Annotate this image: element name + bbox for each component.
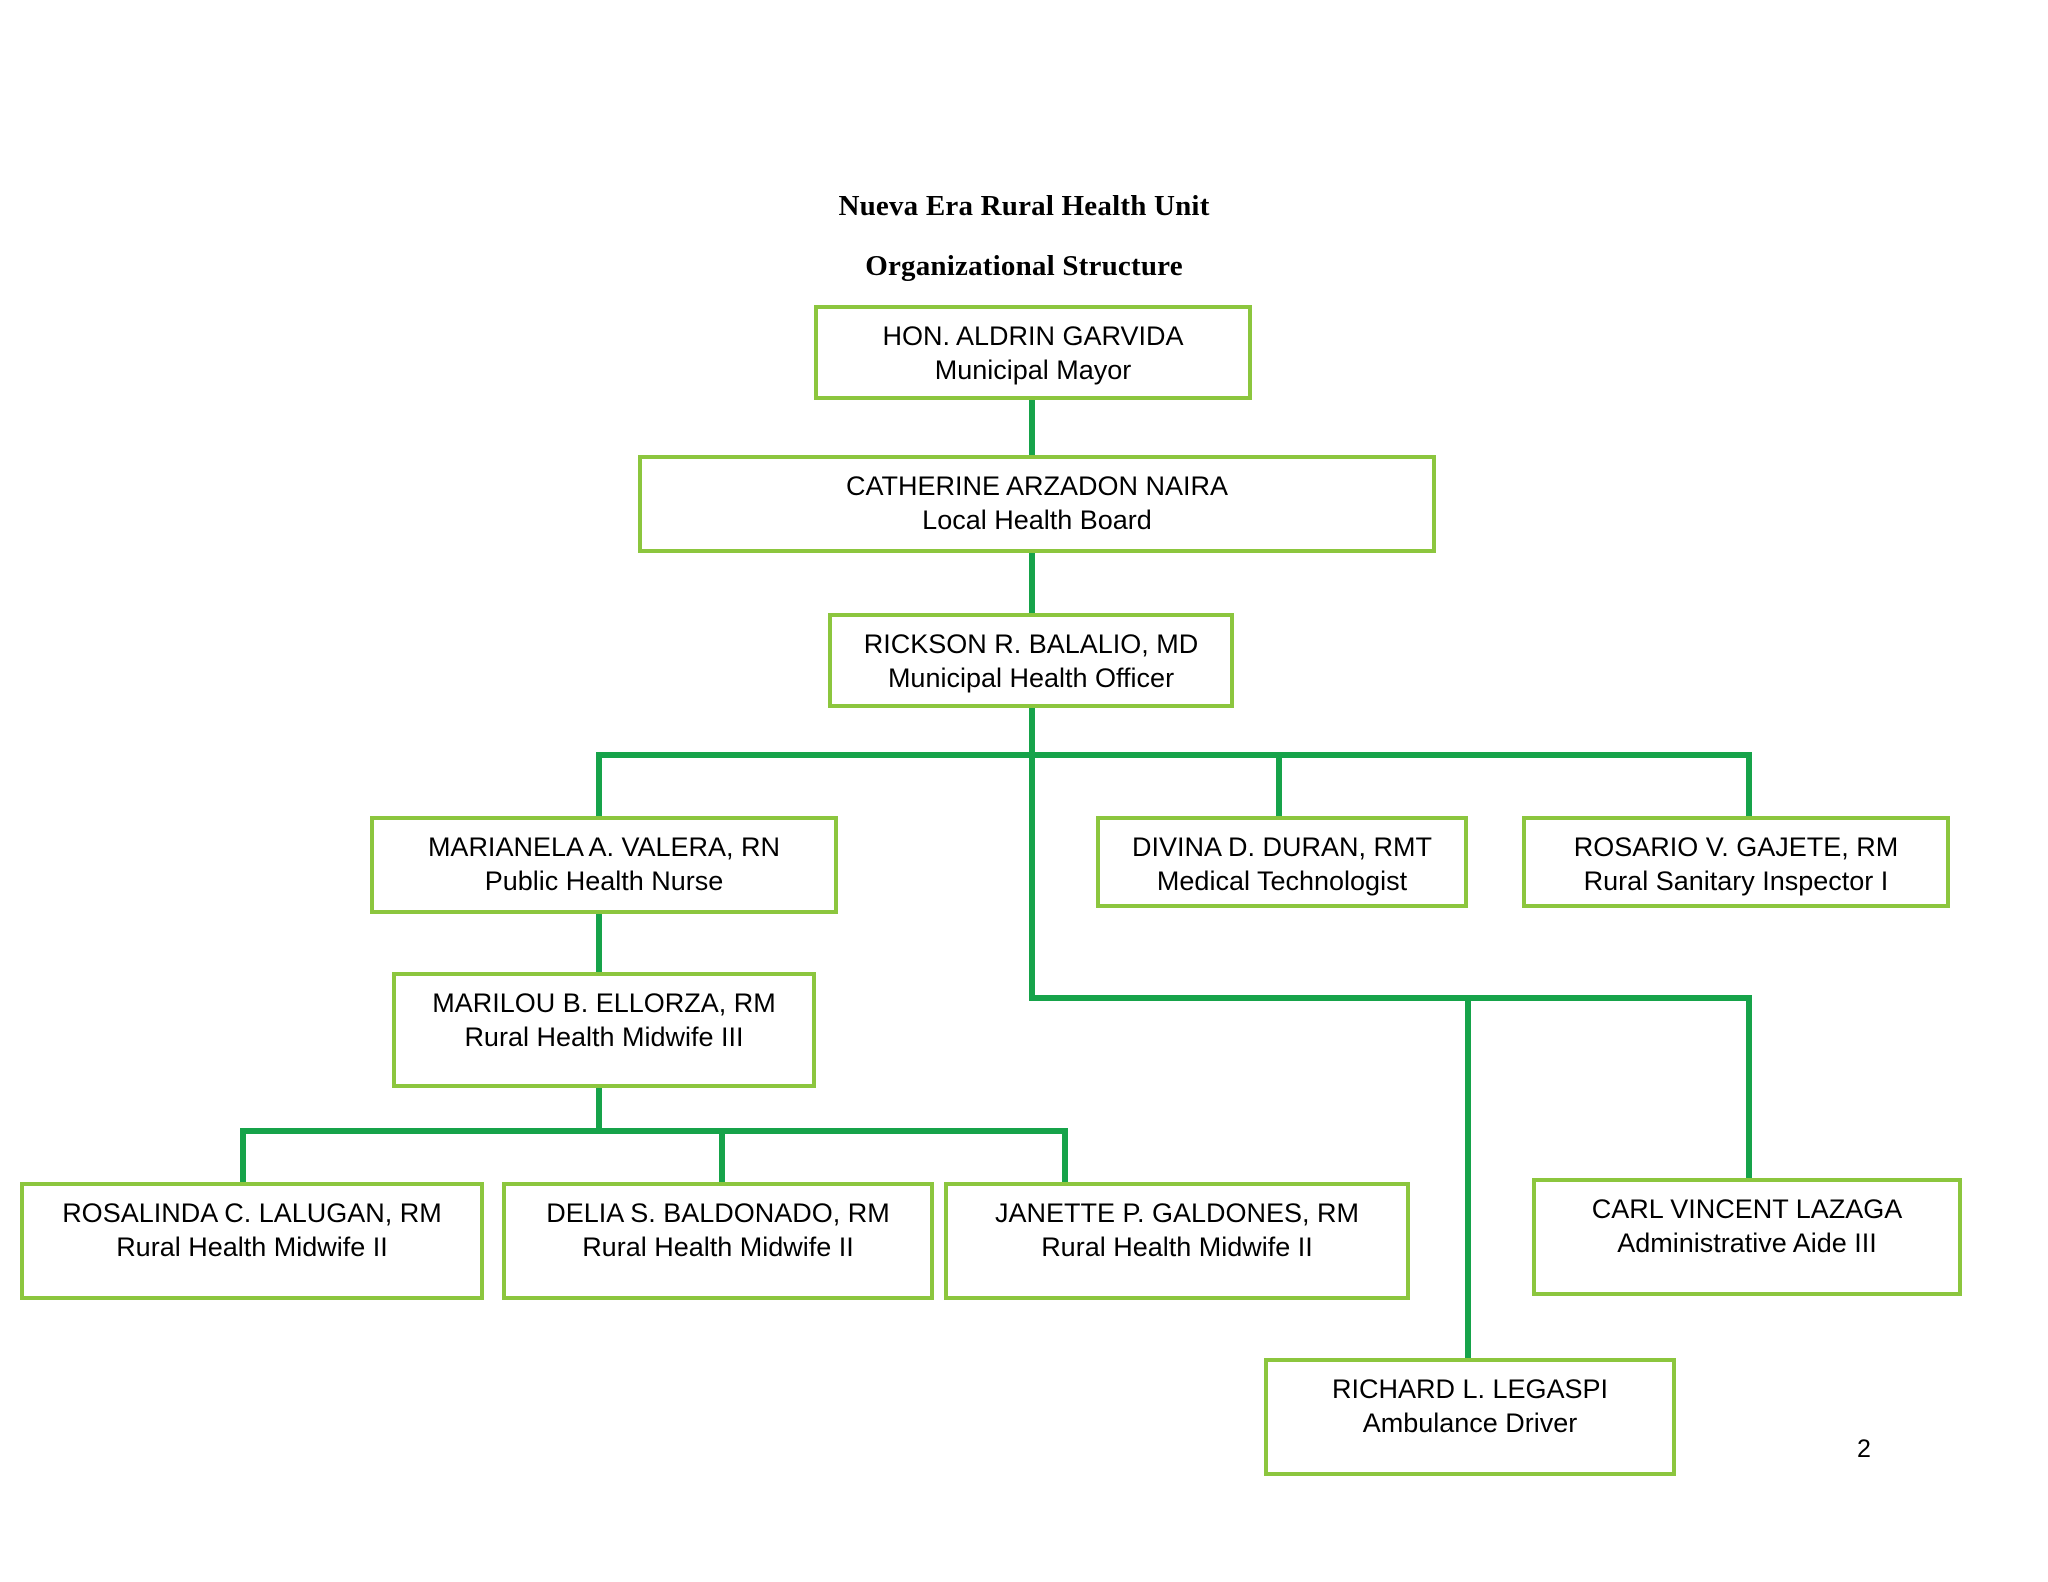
node-role: Local Health Board: [922, 505, 1152, 535]
connector-drop-to-midwife2c: [1062, 1128, 1068, 1184]
node-rural-health-midwife-2-baldonado[interactable]: DELIA S. BALDONADO, RM Rural Health Midw…: [502, 1182, 934, 1300]
node-municipal-mayor[interactable]: HON. ALDRIN GARVIDA Municipal Mayor: [814, 305, 1252, 400]
page-title-line-1: Nueva Era Rural Health Unit: [838, 190, 1210, 222]
connector-drop-to-admin: [1746, 995, 1752, 1179]
node-rural-health-midwife-2-galdones[interactable]: JANETTE P. GALDONES, RM Rural Health Mid…: [944, 1182, 1410, 1300]
node-role: Rural Health Midwife II: [1041, 1232, 1313, 1262]
connector-support-staff-horizontal-bar: [1029, 995, 1752, 1001]
connector-drop-to-medtech: [1276, 752, 1282, 818]
node-name: MARILOU B. ELLORZA, RM: [432, 988, 776, 1018]
connector-drop-to-sanitary: [1746, 752, 1752, 818]
connector-midwife-horizontal-bar: [240, 1128, 1068, 1134]
node-rural-sanitary-inspector[interactable]: ROSARIO V. GAJETE, RM Rural Sanitary Ins…: [1522, 816, 1950, 908]
node-rural-health-midwife-3[interactable]: MARILOU B. ELLORZA, RM Rural Health Midw…: [392, 972, 816, 1088]
page-title-line-2: Organizational Structure: [865, 250, 1183, 282]
node-role: Medical Technologist: [1156, 866, 1408, 896]
node-role: Rural Sanitary Inspector I: [1583, 866, 1889, 896]
connector-board-to-mho: [1029, 551, 1035, 615]
node-role: Rural Health Midwife II: [582, 1232, 854, 1262]
connector-mho-trunk: [1029, 706, 1035, 756]
connector-drop-to-nurse: [596, 752, 602, 818]
node-role: Administrative Aide III: [1617, 1228, 1877, 1258]
node-name: DELIA S. BALDONADO, RM: [546, 1198, 890, 1228]
node-name: CARL VINCENT LAZAGA: [1591, 1194, 1903, 1224]
node-name: ROSARIO V. GAJETE, RM: [1573, 832, 1899, 862]
node-administrative-aide[interactable]: CARL VINCENT LAZAGA Administrative Aide …: [1532, 1178, 1962, 1296]
connector-mayor-to-board: [1029, 398, 1035, 458]
node-role: Municipal Mayor: [934, 355, 1132, 385]
node-local-health-board[interactable]: CATHERINE ARZADON NAIRA Local Health Boa…: [638, 455, 1436, 553]
connector-drop-to-driver: [1465, 995, 1471, 1365]
connector-level3-horizontal-bar: [596, 752, 1752, 758]
node-name: CATHERINE ARZADON NAIRA: [845, 471, 1229, 501]
node-role: Public Health Nurse: [484, 866, 724, 896]
node-role: Municipal Health Officer: [887, 663, 1175, 693]
node-ambulance-driver[interactable]: RICHARD L. LEGASPI Ambulance Driver: [1264, 1358, 1676, 1476]
node-municipal-health-officer[interactable]: RICKSON R. BALALIO, MD Municipal Health …: [828, 613, 1234, 708]
page-number: 2: [1857, 1435, 1871, 1463]
node-role: Rural Health Midwife II: [116, 1232, 388, 1262]
connector-nurse-to-midwife3: [596, 913, 602, 975]
connector-drop-to-midwife2b: [719, 1128, 725, 1184]
node-name: MARIANELA A. VALERA, RN: [427, 832, 781, 862]
node-rural-health-midwife-2-lalugan[interactable]: ROSALINDA C. LALUGAN, RM Rural Health Mi…: [20, 1182, 484, 1300]
node-role: Rural Health Midwife III: [464, 1022, 744, 1052]
node-medical-technologist[interactable]: DIVINA D. DURAN, RMT Medical Technologis…: [1096, 816, 1468, 908]
connector-drop-to-midwife2a: [240, 1128, 246, 1184]
node-role: Ambulance Driver: [1362, 1408, 1578, 1438]
node-public-health-nurse[interactable]: MARIANELA A. VALERA, RN Public Health Nu…: [370, 816, 838, 914]
connector-midwife3-trunk: [596, 1088, 602, 1134]
node-name: RICHARD L. LEGASPI: [1331, 1374, 1609, 1404]
node-name: JANETTE P. GALDONES, RM: [994, 1198, 1360, 1228]
node-name: RICKSON R. BALALIO, MD: [863, 629, 1199, 659]
node-name: ROSALINDA C. LALUGAN, RM: [62, 1198, 442, 1228]
connector-mho-trunk-lower: [1029, 752, 1035, 1001]
node-name: DIVINA D. DURAN, RMT: [1131, 832, 1433, 862]
node-name: HON. ALDRIN GARVIDA: [882, 321, 1184, 351]
